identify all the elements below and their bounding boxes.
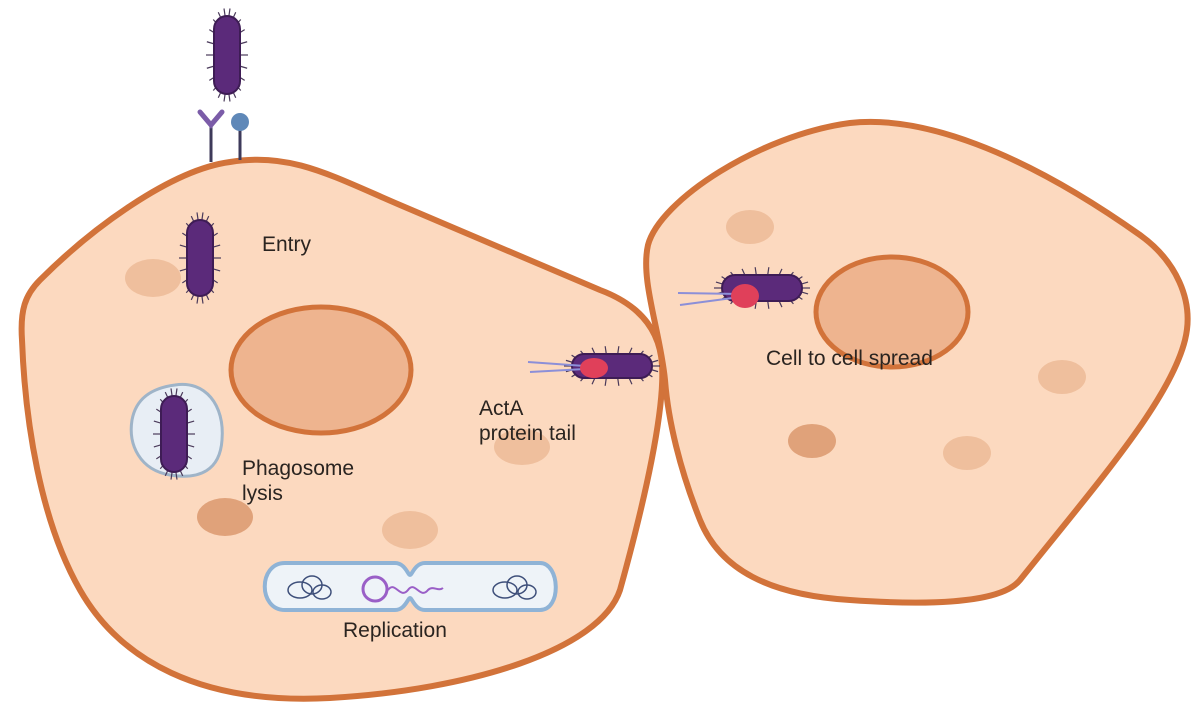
dna-coil-icon: [287, 575, 537, 600]
acta-tail-icon: [527, 292, 741, 373]
acta-tip-left: [580, 358, 608, 378]
nucleus-right: [813, 254, 971, 370]
bacterium-phagosome-icon: [153, 388, 195, 480]
receptor-ball-icon: [231, 113, 249, 160]
receptor-y-icon: [197, 109, 225, 162]
nucleus-left: [228, 304, 414, 436]
bacterium-entry-icon: [179, 212, 221, 304]
label-phagosome-lysis-2: lysis: [242, 482, 283, 505]
dividing-bacterium: [262, 561, 558, 612]
label-entry: Entry: [262, 233, 312, 256]
bacteria: [153, 8, 810, 480]
label-phagosome-lysis-1: Phagosome: [242, 457, 355, 480]
organelles: [125, 210, 1086, 549]
label-acta-2: protein tail: [479, 422, 576, 445]
label-replication: Replication: [343, 619, 447, 642]
label-acta-1: ActA: [479, 397, 524, 420]
label-cell-to-cell-spread: Cell to cell spread: [766, 347, 933, 370]
plasmid-icon: [361, 575, 444, 603]
acta-tip-right: [731, 284, 759, 308]
bacterium-extracellular-icon: [206, 8, 248, 102]
